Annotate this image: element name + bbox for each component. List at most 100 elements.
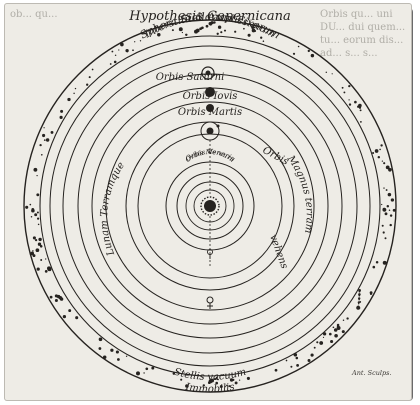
star [185, 384, 189, 388]
star [375, 261, 379, 264]
star [234, 30, 237, 33]
star [178, 27, 183, 32]
star [348, 99, 350, 101]
label-mars: Orbis Martis [178, 107, 242, 118]
star [38, 237, 42, 242]
star [385, 189, 388, 191]
star [228, 385, 231, 388]
star [37, 242, 42, 246]
star [181, 31, 184, 34]
bleed-text-top-left: ob... qu... [10, 9, 58, 20]
fixed-stars [25, 21, 396, 388]
star [342, 319, 345, 322]
star [42, 133, 46, 138]
star [307, 359, 311, 362]
star [30, 216, 33, 218]
star [330, 339, 334, 344]
star [252, 25, 254, 28]
star [216, 32, 219, 35]
ring-stellar-inner [39, 35, 381, 377]
star [201, 26, 204, 30]
star [358, 294, 361, 297]
star [185, 33, 188, 37]
star [31, 208, 35, 211]
star [382, 260, 387, 265]
star [132, 49, 134, 52]
jupiter-icon [205, 87, 215, 97]
star [102, 355, 107, 359]
star [332, 326, 335, 329]
star [386, 204, 390, 208]
star [377, 155, 381, 159]
star [114, 54, 117, 57]
star [382, 207, 387, 212]
star [358, 103, 362, 108]
star [36, 193, 40, 197]
star [88, 76, 91, 79]
star [389, 214, 393, 217]
star [120, 42, 124, 47]
mars-icon [206, 104, 214, 112]
star [316, 341, 319, 344]
star [307, 49, 310, 53]
star [358, 293, 361, 296]
star [143, 372, 145, 374]
star [145, 367, 149, 371]
star [208, 379, 213, 384]
star [334, 334, 338, 338]
star [29, 203, 32, 206]
star [40, 153, 43, 156]
star [50, 130, 54, 134]
star [117, 358, 120, 361]
star [59, 115, 63, 119]
star [383, 162, 386, 165]
star [134, 41, 136, 43]
star [215, 376, 218, 380]
star [217, 378, 219, 381]
star [91, 68, 94, 71]
star [293, 353, 298, 357]
star [75, 316, 79, 320]
star [136, 371, 140, 376]
star [341, 330, 345, 334]
ring-interstitium [62, 58, 358, 354]
star [359, 300, 362, 303]
star [234, 381, 238, 385]
star [118, 49, 120, 51]
star [62, 314, 67, 319]
star [109, 63, 112, 65]
star [290, 365, 293, 368]
star [296, 364, 299, 367]
star [382, 231, 385, 234]
star [297, 45, 300, 48]
star [358, 303, 360, 305]
star [336, 324, 340, 328]
star [224, 385, 226, 388]
label-immobilis: Immobilis [184, 382, 236, 396]
ring-sphere [49, 45, 371, 367]
star [195, 28, 200, 33]
star [98, 337, 103, 342]
star [238, 379, 241, 381]
star [73, 92, 75, 95]
star [33, 167, 38, 172]
star [214, 377, 217, 381]
star [74, 87, 77, 90]
star [322, 336, 325, 338]
star [243, 27, 245, 30]
star [40, 259, 43, 261]
star [370, 293, 372, 296]
star [346, 317, 349, 320]
star [56, 294, 61, 299]
star [356, 305, 361, 310]
star [215, 381, 219, 385]
star [36, 174, 38, 177]
engraver-signature: Ant. Sculps. [351, 369, 392, 377]
label-jupiter: Orbis Iovis [183, 91, 238, 102]
label-orbis: Orbis [261, 145, 291, 168]
star [262, 40, 265, 42]
star [32, 236, 36, 240]
star [157, 32, 161, 37]
star [328, 332, 332, 336]
